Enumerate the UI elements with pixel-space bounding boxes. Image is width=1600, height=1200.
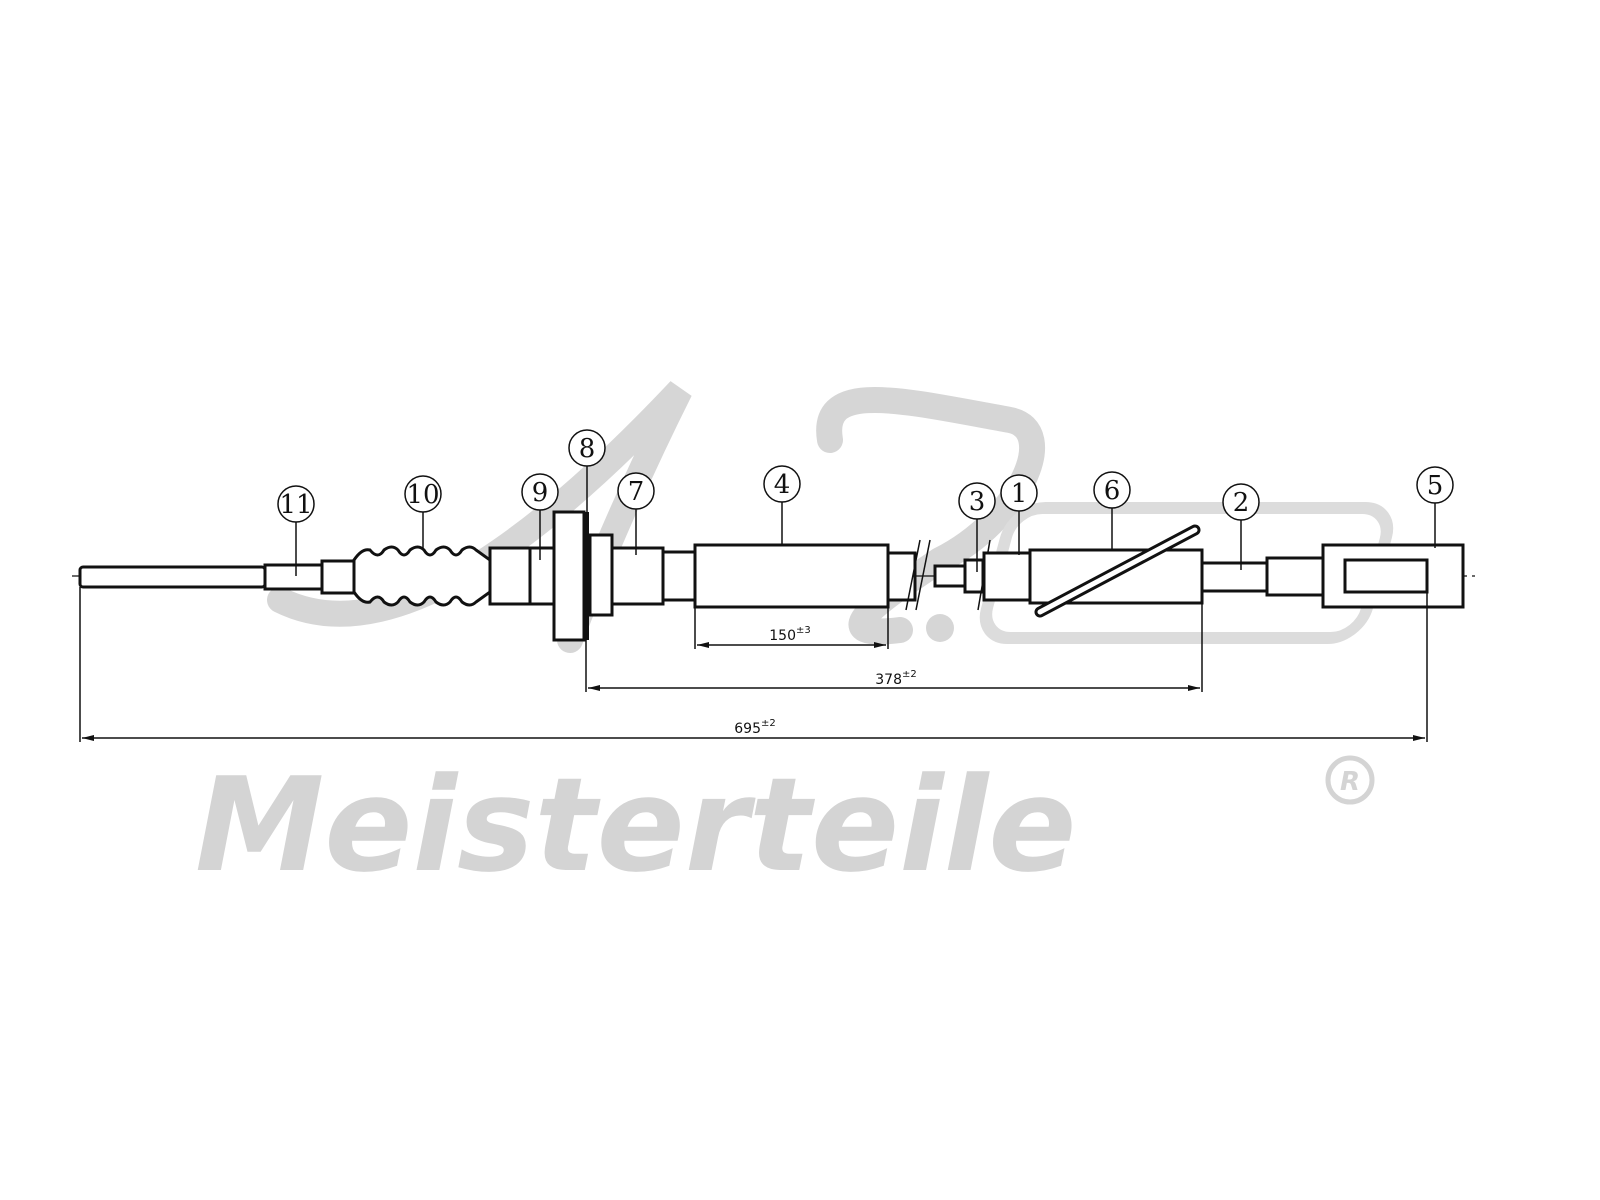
outer-casing-mid [886, 551, 917, 602]
callout-circle [1416, 466, 1454, 504]
callout-number: 6 [1104, 476, 1121, 506]
part-10-bellows [352, 545, 492, 607]
svg-text:378±2: 378±2 [875, 669, 916, 688]
callout-number: 8 [579, 434, 596, 464]
callout-number: 4 [774, 470, 791, 500]
callout-circle [404, 475, 442, 513]
watermark-logo: Meisterteile R [195, 381, 1394, 901]
dimension-value: 695 [734, 721, 761, 737]
callout-6: 6 [1093, 471, 1131, 550]
bushing-step [528, 546, 556, 606]
part-2-cable [1200, 561, 1269, 593]
callout-number: 3 [969, 487, 986, 517]
part-3-ferrule [963, 558, 985, 594]
callout-circle [277, 485, 315, 523]
dimension-tolerance: ±3 [796, 625, 811, 636]
callout-number: 11 [279, 490, 312, 520]
part-4-tube [693, 543, 890, 609]
flange [552, 510, 586, 642]
dimension-value: 378 [875, 672, 902, 688]
callout-circle [1000, 474, 1038, 512]
flange-hub [588, 533, 614, 617]
callout-11: 11 [277, 485, 315, 576]
callout-number: 1 [1011, 479, 1028, 509]
svg-text:150±3: 150±3 [769, 625, 810, 644]
callout-circle [617, 472, 655, 510]
callout-number: 5 [1427, 471, 1444, 501]
dimension-695: 695±2 [82, 718, 1425, 741]
outer-casing-left [661, 550, 697, 602]
diagonal-clip-inner [1037, 527, 1198, 615]
inner-cable [933, 564, 967, 588]
callout-1: 1 [1000, 474, 1038, 555]
dimension-378: 378±2 [588, 669, 1200, 691]
watermark-brand: Meisterteile [195, 749, 1077, 901]
svg-text:695±2: 695±2 [734, 718, 775, 737]
callout-circle [1222, 483, 1260, 521]
callout-circle [521, 473, 559, 511]
dimension-tolerance: ±2 [761, 718, 776, 729]
dimension-tolerance: ±2 [902, 669, 917, 680]
callout-circle [763, 465, 801, 503]
callout-10: 10 [404, 475, 442, 550]
extension-lines [79, 587, 1428, 742]
end-collar [1265, 556, 1325, 597]
break-line [905, 539, 921, 611]
break-line [915, 539, 931, 611]
cable-assembly [78, 510, 1465, 642]
rod-collar [320, 559, 356, 595]
part-7-sleeve [610, 546, 665, 606]
part-9-bushing [488, 546, 532, 606]
registered-mark: R [1340, 767, 1360, 797]
callout-8: 8 [568, 429, 606, 515]
end-fitting-slot [1343, 558, 1429, 594]
callout-4: 4 [763, 465, 801, 545]
dimension-value: 150 [769, 628, 796, 644]
callout-5: 5 [1416, 466, 1454, 548]
part-11-sleeve [263, 563, 324, 591]
callout-number: 9 [532, 478, 549, 508]
callout-number: 2 [1233, 488, 1250, 518]
callout-7: 7 [617, 472, 655, 555]
callout-circle [568, 429, 606, 467]
dimension-150: 150±3 [697, 625, 886, 648]
callout-number: 10 [406, 480, 439, 510]
part-1-casing [982, 551, 1032, 602]
callout-3: 3 [958, 482, 996, 572]
callout-circle [1093, 471, 1131, 509]
callout-9: 9 [521, 473, 559, 560]
callout-2: 2 [1222, 483, 1260, 570]
callout-circle [958, 482, 996, 520]
threaded-rod [78, 565, 267, 589]
callout-number: 7 [628, 477, 645, 507]
